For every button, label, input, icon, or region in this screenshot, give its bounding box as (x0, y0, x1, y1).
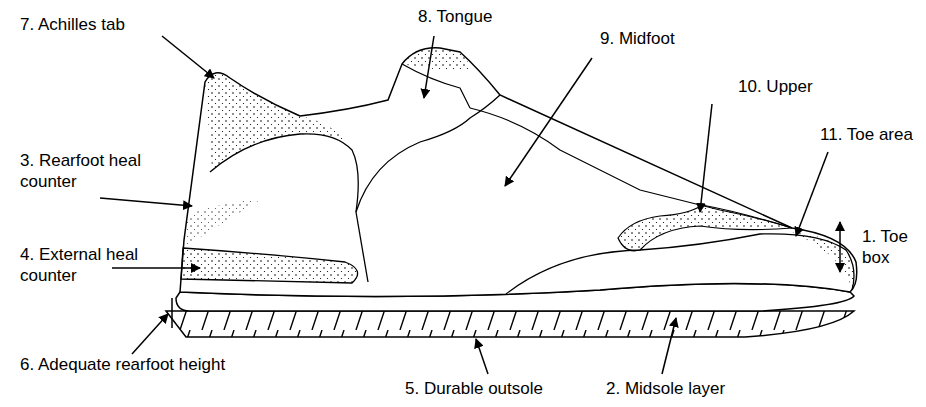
part-label: 4. External heal counter (20, 244, 170, 286)
part-label: 5. Durable outsole (405, 378, 605, 399)
part-label: 6. Adequate rearfoot height (20, 354, 280, 375)
part-label: 3. Rearfoot heal counter (20, 150, 170, 192)
part-label: 8. Tongue (418, 6, 538, 27)
part-label: 9. Midfoot (600, 28, 720, 49)
part-label: 2. Midsole layer (606, 378, 806, 399)
part-label: 7. Achilles tab (20, 14, 200, 35)
part-label: 10. Upper (738, 76, 858, 97)
part-label: 11. Toe area (820, 124, 920, 145)
part-label: 1. Toe box (862, 226, 920, 268)
